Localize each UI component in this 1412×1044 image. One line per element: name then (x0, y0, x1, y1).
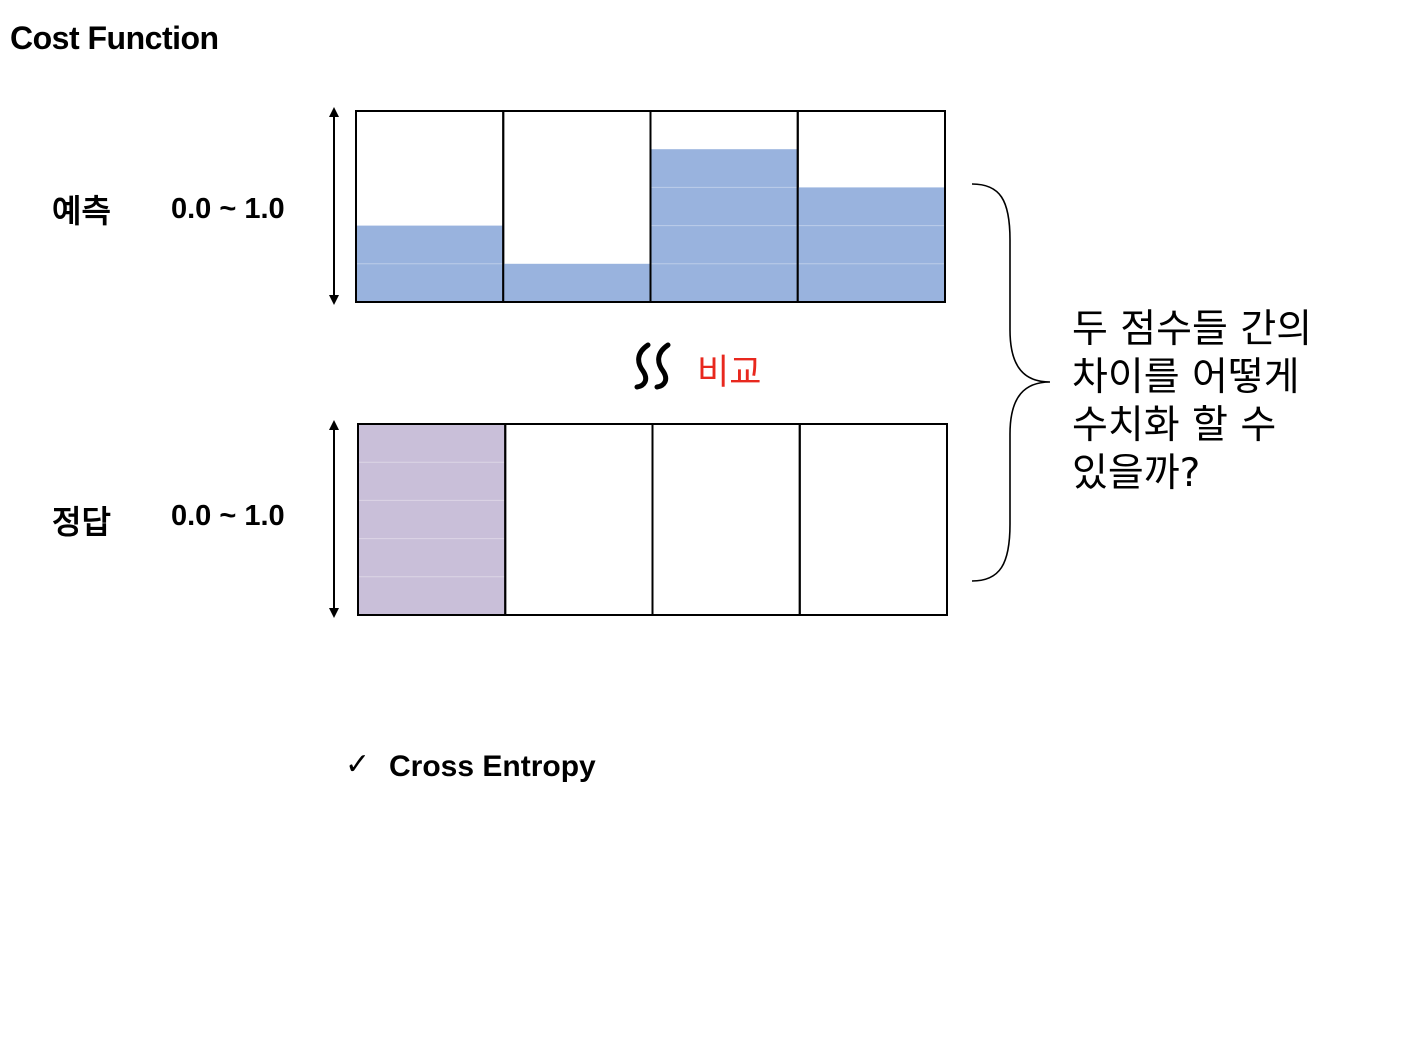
question-line: 두 점수들 간의 (1072, 307, 1313, 352)
answer-cell (651, 423, 801, 616)
question-line: 있을까? (1072, 451, 1201, 496)
prediction-range: 0.0 ~ 1.0 (171, 193, 285, 225)
prediction-bar-fill (503, 263, 651, 302)
page-title: Cost Function (10, 20, 219, 56)
cross-entropy-label: Cross Entropy (389, 750, 596, 783)
answer-range: 0.0 ~ 1.0 (171, 500, 285, 532)
question-line: 수치화 할 수 (1072, 403, 1277, 448)
question-line: 차이를 어떻게 (1072, 355, 1300, 400)
prediction-bar-fill (356, 225, 504, 302)
checkmark-icon: ✓ (345, 747, 371, 782)
prediction-cell (796, 110, 946, 303)
answer-bars (357, 423, 948, 616)
compare-label: 비교 (697, 353, 762, 393)
answer-bar-fill (358, 424, 506, 615)
approx-symbol-icon (654, 342, 671, 390)
right-brace-icon (971, 183, 1051, 582)
question-text: 두 점수들 간의 차이를 어떻게 수치화 할 수 있을까? (1072, 306, 1402, 498)
prediction-bar-fill (797, 187, 945, 302)
prediction-bars (355, 110, 946, 303)
answer-cell (504, 423, 654, 616)
approx-symbol-icon (634, 342, 651, 390)
answer-label: 정답 (52, 503, 111, 541)
answer-cell (798, 423, 948, 616)
prediction-label: 예측 (52, 192, 111, 230)
prediction-bar-fill (650, 149, 798, 302)
